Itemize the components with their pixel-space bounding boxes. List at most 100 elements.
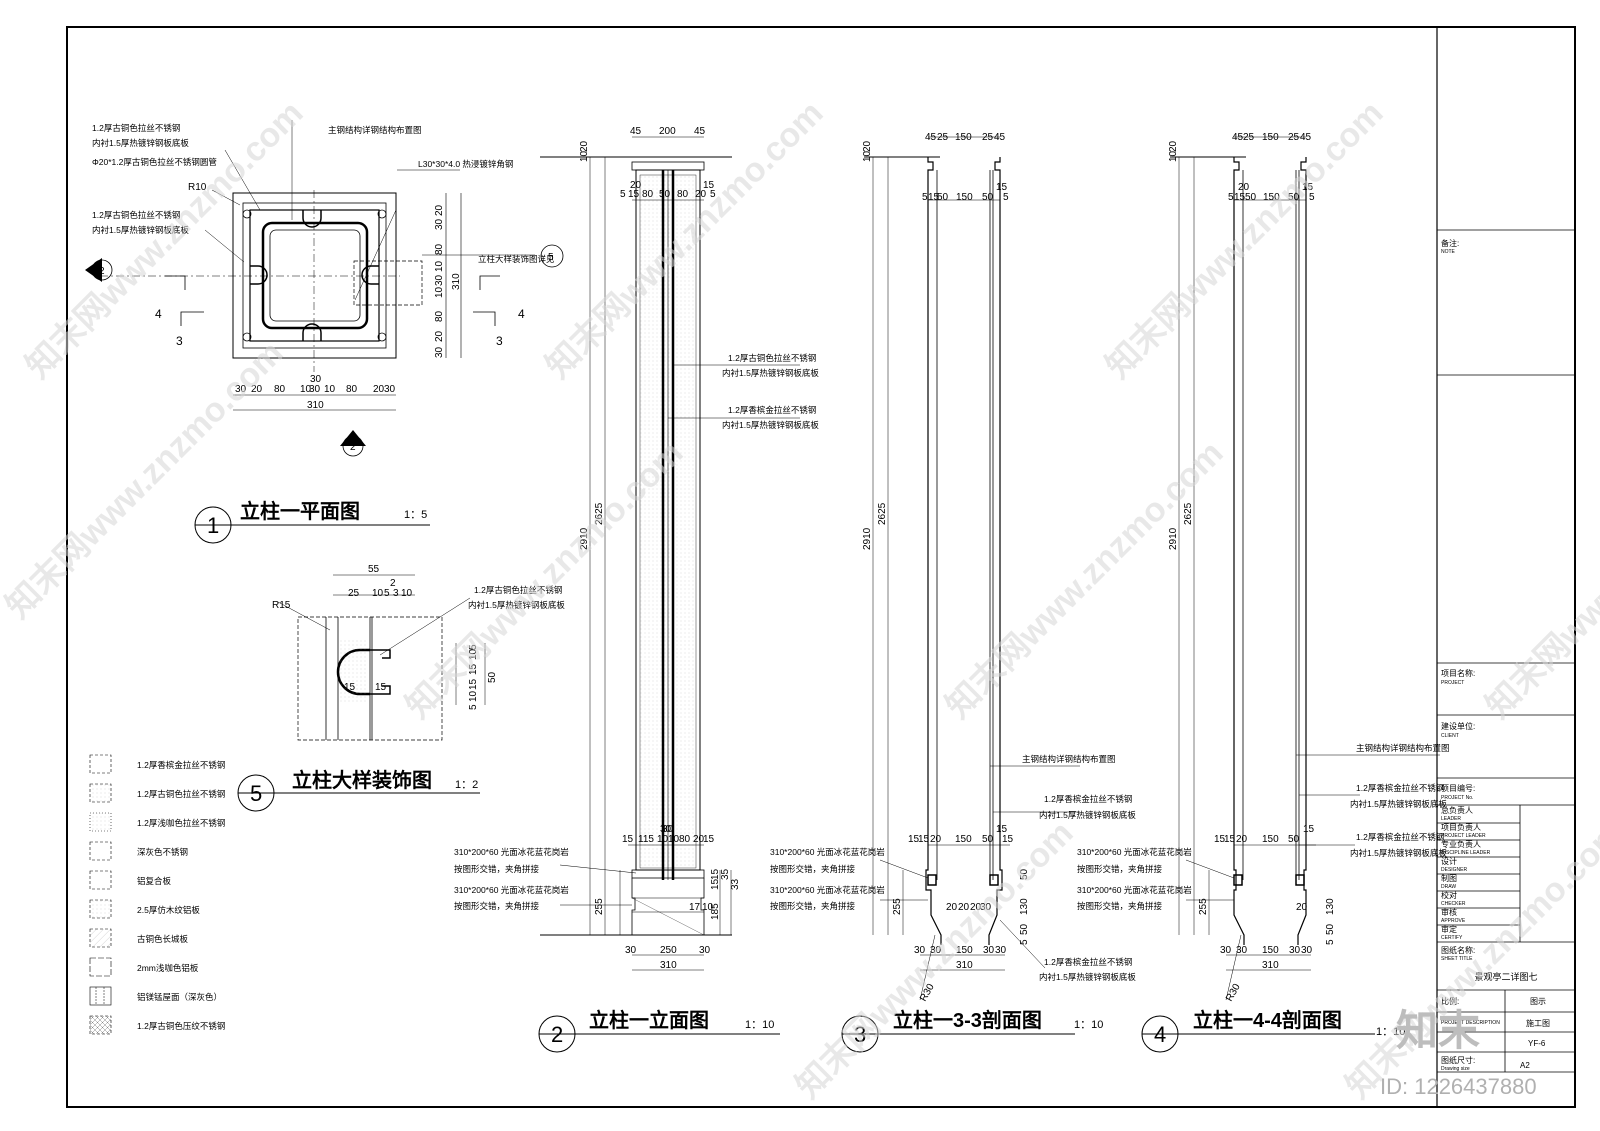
plan-dims-bottom: 30 20 80 10 30 10 80 20 30 310 — [235, 384, 396, 411]
dim: 5 — [1003, 192, 1009, 203]
role-en: PROJECT LEADER — [1441, 833, 1486, 839]
dim: 15 — [375, 682, 387, 693]
note: 310*200*60 光面冰花蓝花岗岩 — [454, 847, 569, 857]
note: 按图形交错，夹角拼接 — [1077, 901, 1163, 911]
dim: 30 — [662, 824, 674, 835]
dim: 15 — [703, 180, 715, 191]
dim: 30 — [1220, 945, 1232, 956]
title-block-text: 备注: NOTE 项目名称: PROJECT 建设单位: CLIENT 项目编号… — [1441, 238, 1550, 1072]
dim: 3 — [393, 588, 399, 599]
project-no-label-en: PROJECT No. — [1441, 795, 1473, 801]
ref-mark: 2 — [99, 266, 105, 277]
elevation-dims-top: 45 200 45 5 15 20 80 50 80 20 15 5 — [620, 126, 716, 200]
dim: 200 — [659, 126, 676, 137]
dim: 15 — [918, 834, 930, 845]
sheet-title-label: 图纸名称: — [1441, 945, 1475, 955]
elevation-dims-mid: 15 115 10 30 10 80 20 15 — [622, 824, 715, 845]
watermark-logo: 知末 — [1396, 1007, 1480, 1054]
dim: 2625 — [877, 502, 888, 525]
scale-label: 比例: — [1441, 996, 1459, 1006]
dim: 10 — [862, 150, 873, 162]
dim: 2910 — [1168, 527, 1179, 550]
role-en: DRAW — [1441, 884, 1456, 890]
dim: 15 — [344, 682, 356, 693]
dim: 2625 — [594, 502, 605, 525]
dim: 255 — [1198, 898, 1209, 915]
dim: 150 — [1263, 192, 1280, 203]
dim: 15 — [1302, 182, 1314, 193]
note: 按图形交错，夹角拼接 — [1077, 864, 1163, 874]
dim: 30 — [1236, 945, 1248, 956]
dim: 15 — [622, 834, 634, 845]
dim-total: 310 — [451, 273, 462, 290]
role-en: CERTIFY — [1441, 935, 1463, 941]
dim: 5 — [1325, 939, 1336, 945]
section33-dims-base: 30 30 150 30 30 310 — [914, 945, 1007, 971]
dim-total: 310 — [660, 960, 677, 971]
role-en: DESIGNER — [1441, 867, 1468, 873]
section33-view — [841, 136, 1080, 1053]
dim: 150 — [1262, 132, 1279, 143]
dim: 20 — [695, 189, 707, 200]
dim: 15 — [1002, 834, 1014, 845]
dim: 55 — [368, 564, 380, 575]
dim: 5 — [620, 189, 626, 200]
dim: 10 — [324, 384, 336, 395]
dim: 2625 — [1183, 502, 1194, 525]
note-label: 备注: — [1441, 238, 1459, 248]
dim: 20 — [930, 834, 942, 845]
dim: 15 — [996, 824, 1008, 835]
role-cn: 审核 — [1441, 907, 1457, 917]
dim: 10 — [668, 834, 680, 845]
dim: 30 — [995, 945, 1007, 956]
dim: 10 — [1168, 150, 1179, 162]
roles: 总负责人 LEADER 项目负责人 PROJECT LEADER 专业负责人 D… — [1441, 805, 1491, 941]
dim: 20 — [958, 902, 970, 913]
plan-dims-right: 20 30 80 10 30 10 80 20 30 310 — [434, 204, 462, 358]
note: 1.2厚古铜色拉丝不锈钢 — [92, 123, 180, 133]
dim: 20 — [373, 384, 385, 395]
dim: 10 — [434, 260, 445, 272]
dim: 130 — [1325, 898, 1336, 915]
dim: 45 — [694, 126, 706, 137]
dim: 5 — [384, 588, 390, 599]
section44-dims-mid: 15 15 20 150 50 15 — [1214, 824, 1315, 845]
dim: 15 — [1234, 192, 1246, 203]
role-en: DISCIPLINE LEADER — [1441, 850, 1491, 856]
legend-item: 古铜色长城板 — [137, 934, 189, 944]
dim: 15 — [710, 878, 721, 890]
dim: 15 — [1303, 824, 1315, 835]
section44-dims-left: 10 20 2910 2625 255 — [1168, 140, 1209, 915]
watermark-text: 知末网www.znzmo.com — [1479, 434, 1600, 726]
dim: 150 — [1262, 945, 1279, 956]
dim: 45 — [630, 126, 642, 137]
client-label: 建设单位: — [1441, 721, 1475, 731]
dim: 30 — [309, 384, 321, 395]
dim: 150 — [956, 192, 973, 203]
dim: 50 — [1288, 192, 1300, 203]
legend: 1.2厚香槟金拉丝不锈钢 1.2厚古铜色拉丝不锈钢 1.2厚浅咖色拉丝不锈钢 深… — [89, 754, 225, 1035]
dim: 15 — [1214, 834, 1226, 845]
note: 310*200*60 光面冰花蓝花岗岩 — [454, 885, 569, 895]
dim: 20 — [434, 330, 445, 342]
dim: 50 — [659, 189, 671, 200]
role-cn: 审定 — [1441, 924, 1457, 934]
elevation-dims-right: 15 15 35 33 185 — [710, 868, 741, 920]
dim: 30 — [434, 218, 445, 230]
dim: 20 — [1168, 140, 1179, 152]
dim: 20 — [1296, 902, 1308, 913]
role-cn: 校对 — [1441, 890, 1457, 900]
dim: 130 — [1019, 898, 1030, 915]
dim: 10 — [468, 690, 479, 702]
ref-mark: 2 — [350, 442, 356, 453]
note-label-en: NOTE — [1441, 249, 1456, 255]
role-cn: 总负责人 — [1441, 805, 1473, 815]
section44-view — [1141, 136, 1440, 1053]
elevation-num: 2 — [551, 1022, 563, 1047]
note: 1.2厚香槟金拉丝不锈钢 — [1356, 832, 1444, 842]
dim: 15 — [1224, 834, 1236, 845]
detail-radius: R15 — [272, 600, 291, 611]
size-label: 图纸尺寸: — [1441, 1055, 1475, 1065]
role-en: CHECKER — [1441, 901, 1466, 907]
section44-dims-top: 45 25 150 25 45 5 15 20 50 150 50 15 5 — [1228, 132, 1315, 203]
